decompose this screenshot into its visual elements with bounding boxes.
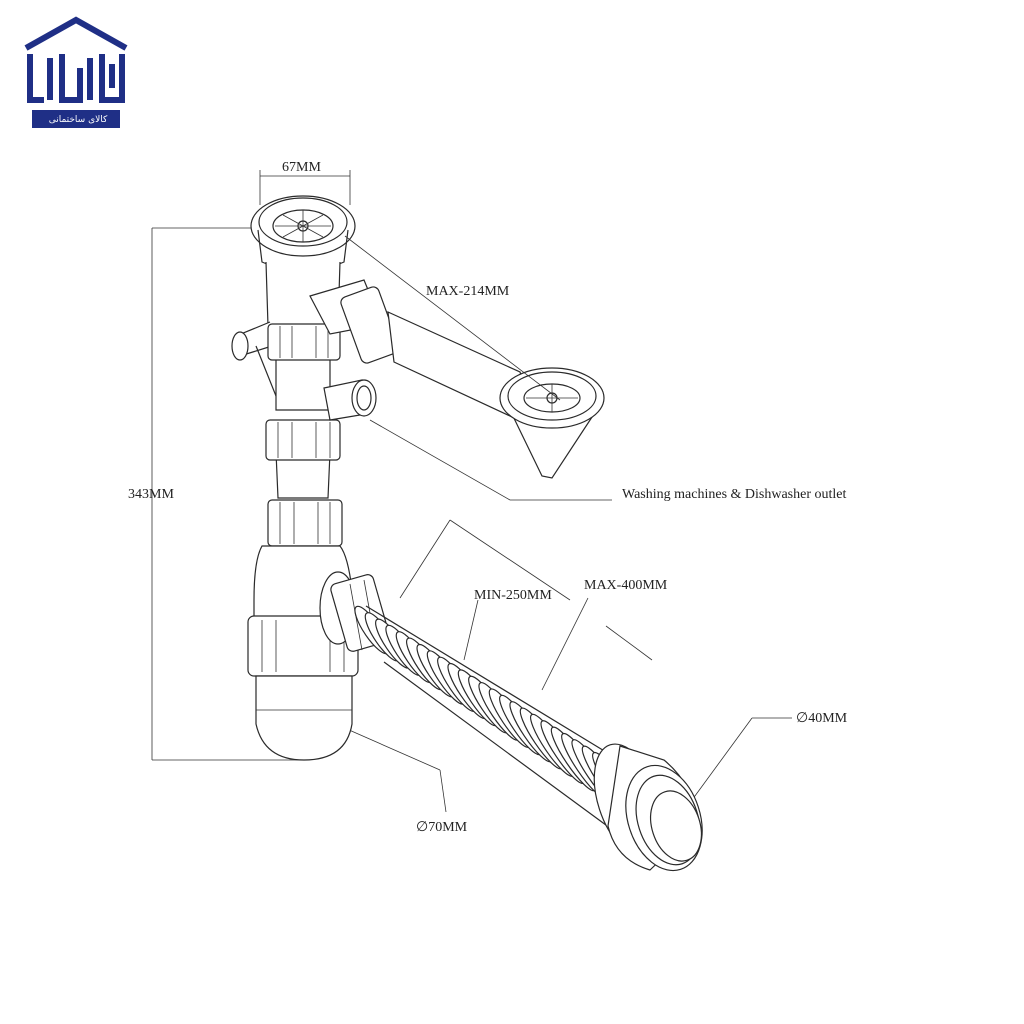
logo-text: کالای ساختمانی: [48, 115, 108, 125]
pipe-nut-1: [267, 323, 341, 361]
hose-diameter-label: ∅40MM: [796, 711, 848, 726]
leader-lines: [339, 235, 792, 813]
main-pipe: [231, 261, 341, 499]
washing-machine-outlet: [323, 379, 377, 421]
height-dimension-label: 343MM: [128, 487, 174, 502]
pipe-nut-2: [265, 419, 341, 461]
brand-logo: [24, 16, 128, 128]
width-dimension-line: [259, 170, 351, 205]
width-dimension-label: 67MM: [282, 160, 321, 175]
hose-min-label: MIN-250MM: [474, 588, 552, 603]
height-dimension-line: [151, 227, 300, 761]
top-strainer: [250, 195, 356, 272]
max-length-label: MAX-214MM: [426, 284, 510, 299]
hose-end-fitting: [593, 743, 703, 872]
second-strainer: [499, 367, 605, 479]
outlet-label: Washing machines & Dishwasher outlet: [622, 487, 847, 502]
hose-outline: [365, 605, 611, 829]
trap-diameter-label: ∅70MM: [416, 820, 468, 835]
hose-max-label: MAX-400MM: [584, 578, 668, 593]
pipe-nut-3: [267, 499, 343, 547]
